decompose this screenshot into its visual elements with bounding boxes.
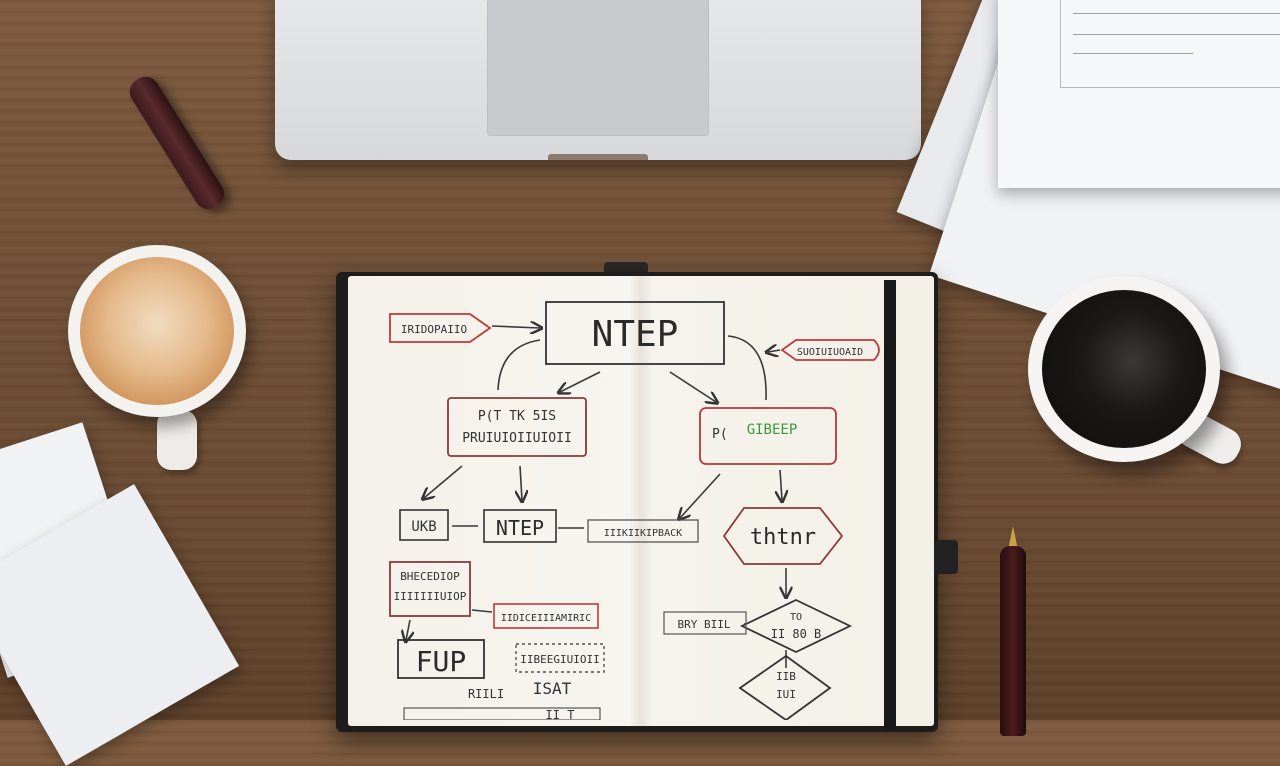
decision-2-line1: IIB <box>776 670 796 683</box>
right-process-box <box>699 407 837 465</box>
flowchart-drawing: NTEP IRIDOPAIIO SUOIUIUOAID P(T TK 5IS P… <box>389 301 880 720</box>
left-tag-label: IRIDOPAIIO <box>401 323 467 336</box>
flowchart-connectors <box>406 326 786 668</box>
decision-label-box <box>663 611 747 635</box>
stacked-box <box>389 561 471 617</box>
laptop-notch <box>548 154 648 160</box>
laptop-trackpad <box>487 0 709 136</box>
laptop <box>275 0 921 160</box>
decision-1-line1: TO <box>790 612 802 623</box>
decision-diamond-1 <box>739 599 853 653</box>
decision-1-line2: II 80 B <box>771 627 822 641</box>
long-node-label: IIIKIIKIPBACK <box>604 528 682 539</box>
small-node-label: UKB <box>411 519 436 535</box>
left-tag-shape <box>389 313 492 343</box>
bottom-mid-label: ISAT <box>533 679 572 698</box>
long-node-box <box>587 519 699 543</box>
hexagon-label: thtnr <box>750 525 816 550</box>
bottom-strip-box <box>403 707 601 720</box>
right-tag-shape <box>780 339 880 361</box>
right-process-prefix: P( <box>712 427 728 442</box>
flowchart-title: NTEP <box>592 314 679 355</box>
black-coffee <box>1042 290 1206 448</box>
decision-label: BRY BIIL <box>678 618 731 631</box>
decision-diamond-2 <box>738 654 832 720</box>
fountain-pen-nib <box>1008 526 1018 550</box>
left-process-box <box>447 397 587 457</box>
latte-foam <box>80 257 234 405</box>
right-process-green: GIBEEP <box>747 422 798 438</box>
red-node-box <box>493 603 599 629</box>
bottom-left-label: RIILI <box>468 687 504 701</box>
red-node-label: IIDICEIIIAMIRIC <box>501 613 591 624</box>
fountain-pen <box>1000 546 1026 736</box>
title-box <box>545 301 725 365</box>
stacked-box-line1: BHECEDIOP <box>400 570 460 583</box>
paper-form <box>998 0 1280 188</box>
notebook-tab <box>934 540 958 574</box>
decision-2-line2: IUI <box>776 688 796 701</box>
dotted-node-label: IIBEEGIUIOII <box>520 653 599 666</box>
big-node-box <box>397 639 485 679</box>
left-process-line1: P(T TK 5IS <box>478 409 556 424</box>
stacked-box-line2: IIIIIIIUIOP <box>394 590 467 603</box>
bottom-edge-label: II T <box>546 708 575 720</box>
latte-cup <box>68 245 246 417</box>
form-box <box>1060 0 1280 88</box>
notebook-elastic-band <box>884 280 896 730</box>
big-node-label: FUP <box>416 645 467 678</box>
hexagon-node <box>722 507 844 565</box>
black-coffee-cup <box>1028 276 1220 462</box>
center-node-box <box>483 509 557 543</box>
latte-cup-handle <box>157 410 197 470</box>
notebook-pages <box>348 276 934 726</box>
dotted-node-box <box>515 643 605 673</box>
center-node-label: NTEP <box>496 516 544 540</box>
small-node-box <box>399 509 449 541</box>
right-tag-label: SUOIUIUOAID <box>797 347 863 358</box>
left-process-line2: PRUIUIOIIUIOII <box>462 431 572 446</box>
